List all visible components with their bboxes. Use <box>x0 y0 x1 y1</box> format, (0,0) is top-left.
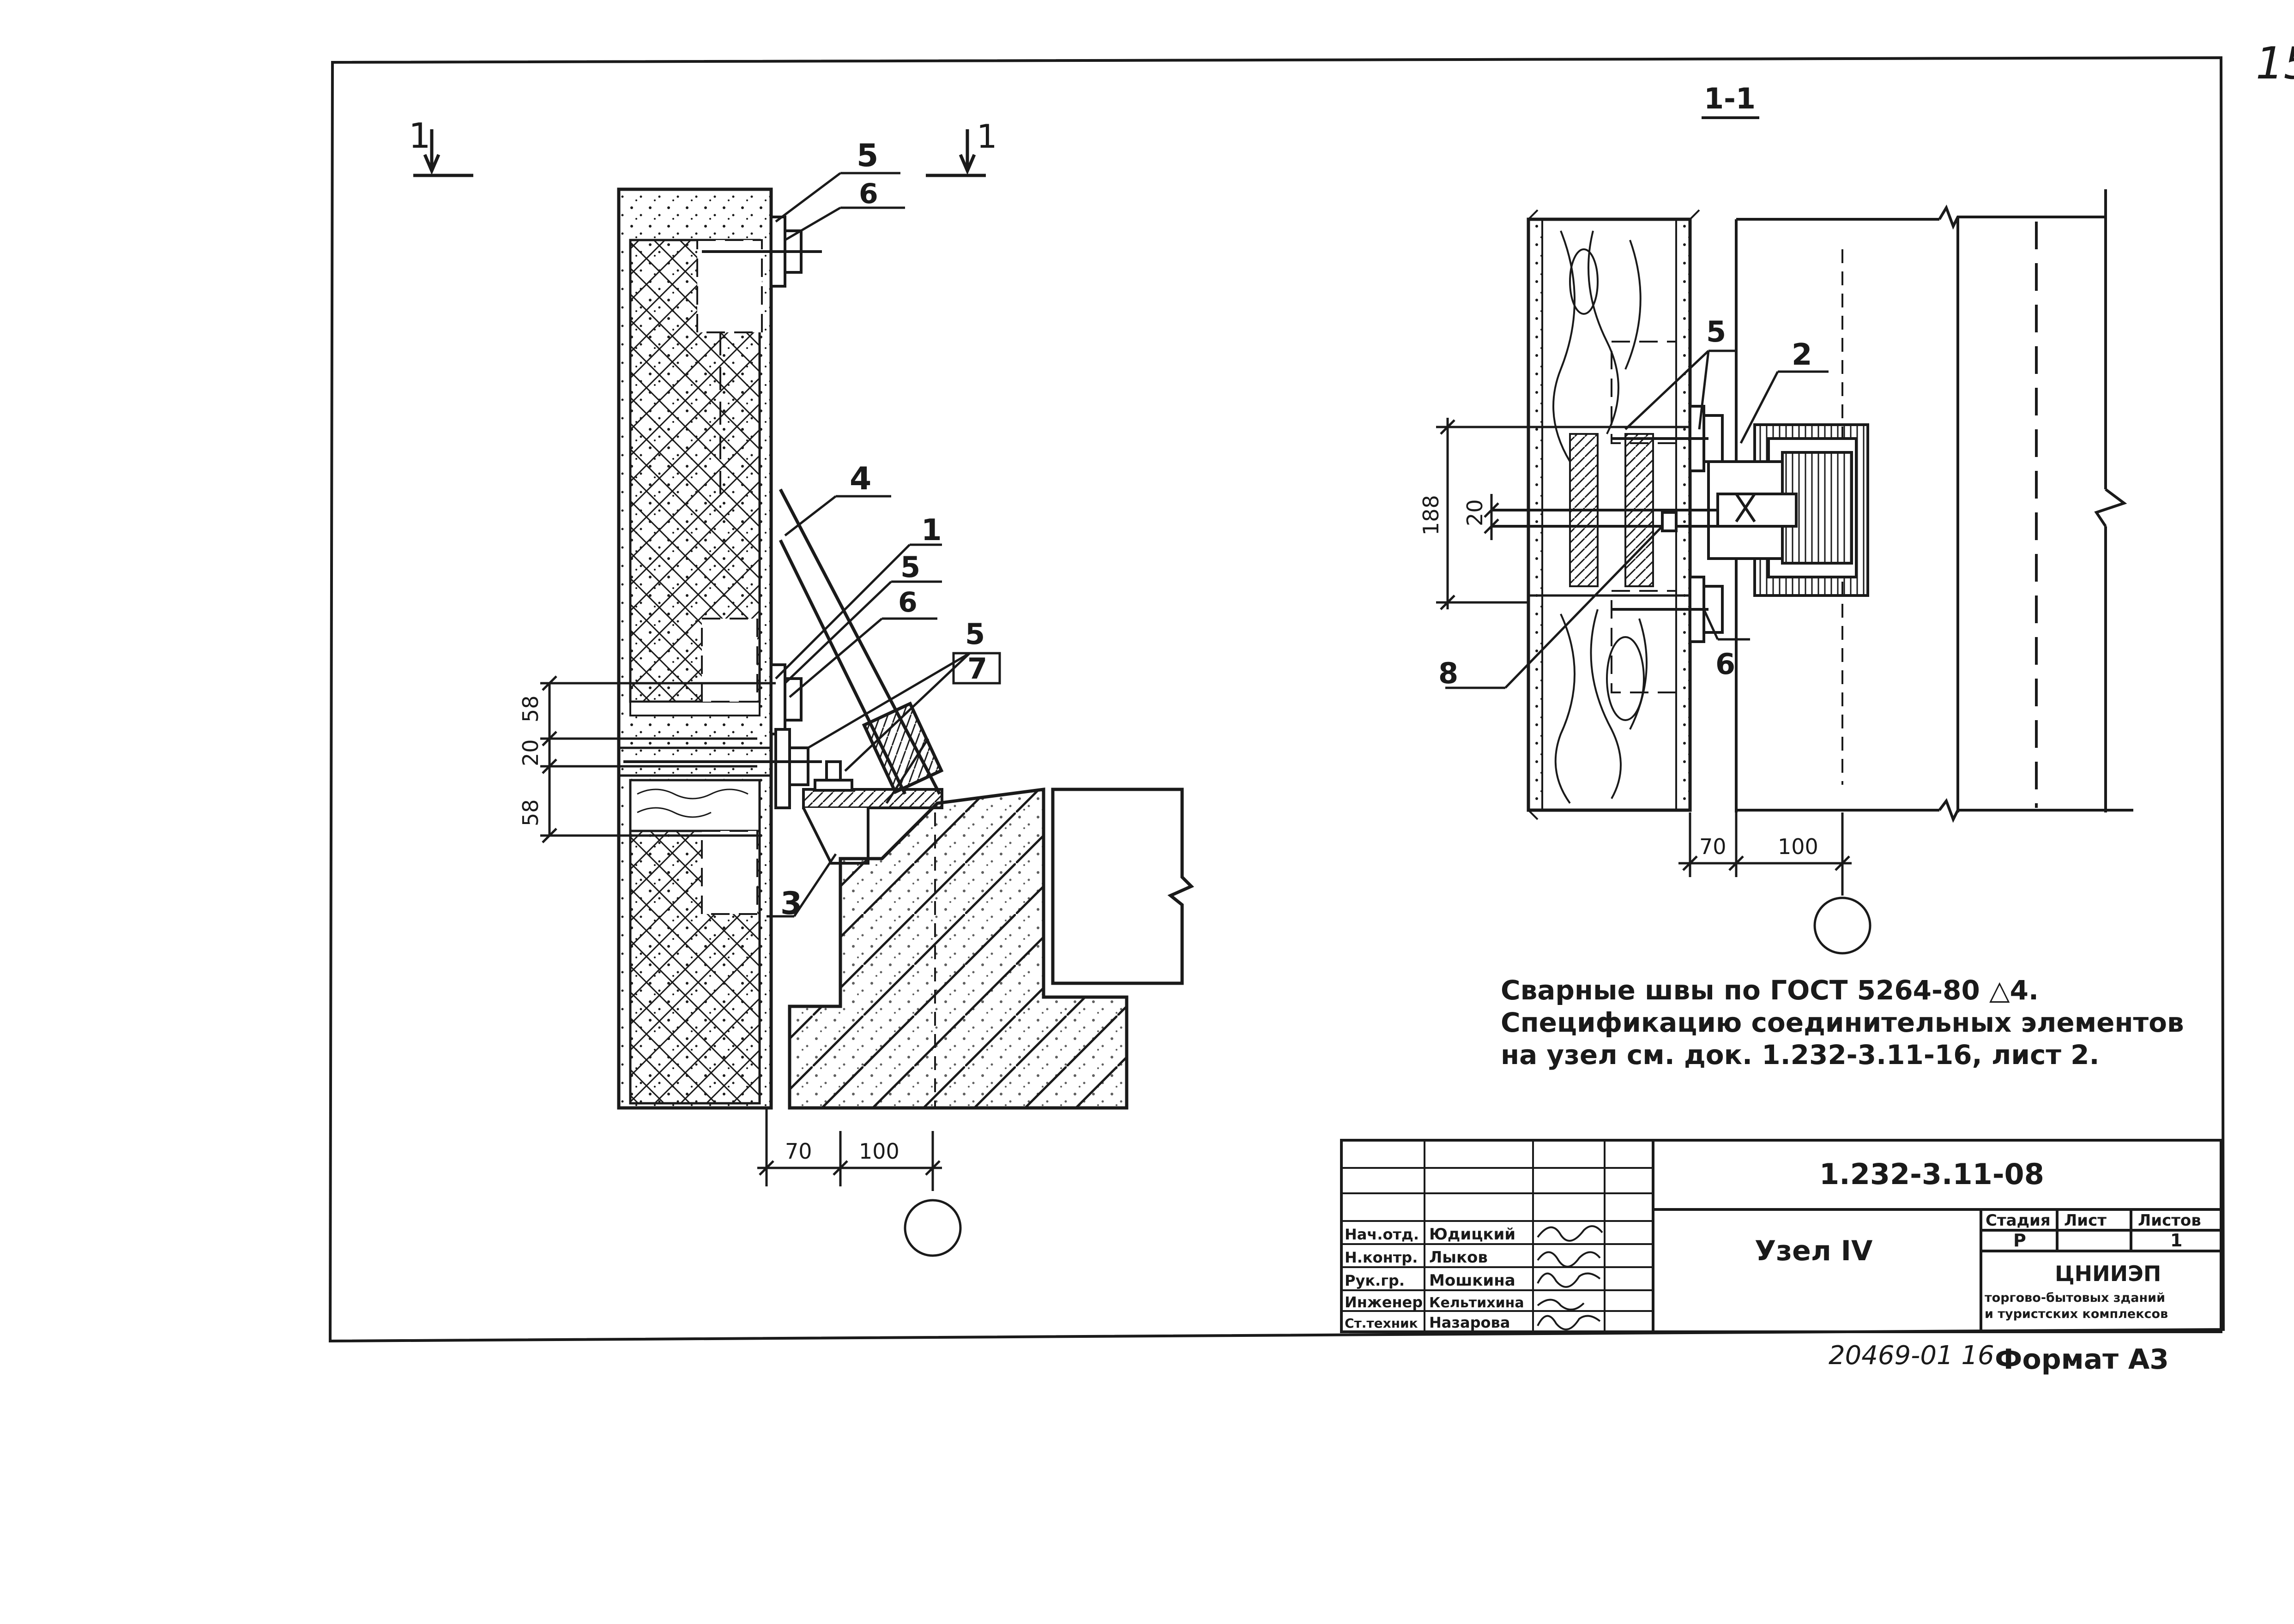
inventory-number: 20469-01 16 <box>1829 1341 1994 1371</box>
sheets-value: 1 <box>2170 1230 2182 1251</box>
wall-section <box>1527 209 1700 820</box>
stage-value: Р <box>2013 1230 2026 1251</box>
note-line-1: Сварные швы по ГОСТ 5264-80 △4. <box>1501 974 2039 1006</box>
callout-5-low: 5 <box>965 617 985 651</box>
doc-code: 1.232-3.11-08 <box>1819 1157 2044 1191</box>
left-callouts: 5 6 4 1 5 6 5 7 3 <box>780 138 987 922</box>
dim-70-right: 70 <box>1699 834 1727 859</box>
diagonal-brace <box>779 488 944 795</box>
callout-6-right: 6 <box>1715 647 1735 681</box>
right-vertical-dims <box>1436 418 1528 610</box>
dim-58-top: 58 <box>518 695 543 722</box>
staff-role-1: Нач.отд. <box>1345 1226 1419 1243</box>
general-notes: Сварные швы по ГОСТ 5264-80 △4. Специфик… <box>1501 974 2184 1071</box>
sheets-header: Листов <box>2138 1211 2201 1230</box>
dim-20-right: 20 <box>1462 499 1487 526</box>
left-vertical-dims <box>540 675 776 843</box>
callout-2-right: 2 <box>1792 338 1812 372</box>
callout-3: 3 <box>780 885 802 922</box>
callout-4: 4 <box>850 461 871 497</box>
staff-name-4: Кельтихина <box>1429 1295 1524 1311</box>
note-line-3: на узел см. док. 1.232-3.11-16, лист 2. <box>1501 1039 2100 1071</box>
org-name: ЦНИИЭП <box>2055 1261 2161 1286</box>
staff-name-3: Мошкина <box>1429 1271 1515 1290</box>
dim-20-left: 20 <box>518 739 543 766</box>
top-bolt <box>702 216 822 288</box>
page-number: 15 <box>2256 38 2294 89</box>
dim-100-left: 100 <box>859 1139 899 1164</box>
connection-assembly <box>1491 405 1869 643</box>
right-view: 1-1 <box>1419 82 2133 955</box>
dim-58-bottom: 58 <box>518 799 543 826</box>
callout-6-mid: 6 <box>898 586 918 619</box>
section-marker-right <box>926 129 986 177</box>
left-leaders <box>767 172 1001 918</box>
callout-6-top: 6 <box>859 178 878 210</box>
staff-role-5: Ст.техник <box>1345 1316 1418 1331</box>
right-leaders <box>1445 349 1829 689</box>
section-marker-left-label: 1 <box>409 115 431 156</box>
right-callouts: 5 2 6 8 <box>1438 315 1812 690</box>
note-line-2: Спецификацию соединительных элементов <box>1501 1007 2184 1038</box>
callout-5-right: 5 <box>1706 315 1726 349</box>
format-label: Формат А3 <box>1995 1343 2169 1376</box>
left-horizontal-dims <box>757 1108 962 1257</box>
sheet-title: Узел IV <box>1755 1235 1873 1267</box>
callout-5-mid: 5 <box>900 550 920 584</box>
concrete-foundation <box>788 788 1129 1110</box>
dim-100-right: 100 <box>1778 834 1818 859</box>
adjacent-block <box>1051 788 1195 985</box>
dim-188: 188 <box>1419 495 1443 535</box>
org-line-2: и туристских комплексов <box>1985 1307 2168 1321</box>
staff-name-1: Юдицкий <box>1429 1225 1515 1244</box>
staff-rows: Нач.отд. Юдицкий Н.контр. Лыков Рук.гр. … <box>1345 1225 1524 1331</box>
dim-70-left: 70 <box>785 1139 812 1164</box>
callout-5-top: 5 <box>857 138 878 174</box>
section-marker-left <box>413 129 473 177</box>
org-line-1: торгово-бытовых зданий <box>1985 1291 2165 1305</box>
staff-role-3: Рук.гр. <box>1345 1272 1405 1289</box>
stage-header: Стадия <box>1986 1211 2051 1230</box>
callout-7: 7 <box>967 652 987 686</box>
signatures <box>1537 1225 1603 1330</box>
title-block: 1.232-3.11-08 Узел IV Стадия Лист Листов… <box>1340 1139 2222 1333</box>
staff-name-5: Назарова <box>1429 1314 1510 1331</box>
section-marker-right-label: 1 <box>977 118 997 156</box>
staff-role-2: Н.контр. <box>1345 1249 1418 1266</box>
callout-8-right: 8 <box>1438 656 1458 690</box>
callout-1: 1 <box>921 513 942 547</box>
left-view: 1 1 <box>409 115 1195 1257</box>
staff-role-4: Инженер <box>1345 1293 1423 1311</box>
wall-panel <box>617 187 773 1110</box>
staff-name-2: Лыков <box>1429 1248 1488 1267</box>
section-title: 1-1 <box>1704 82 1756 115</box>
right-horizontal-dims <box>1678 812 1871 955</box>
sheet-header: Лист <box>2064 1211 2107 1230</box>
sheet-frame <box>328 56 2225 1343</box>
